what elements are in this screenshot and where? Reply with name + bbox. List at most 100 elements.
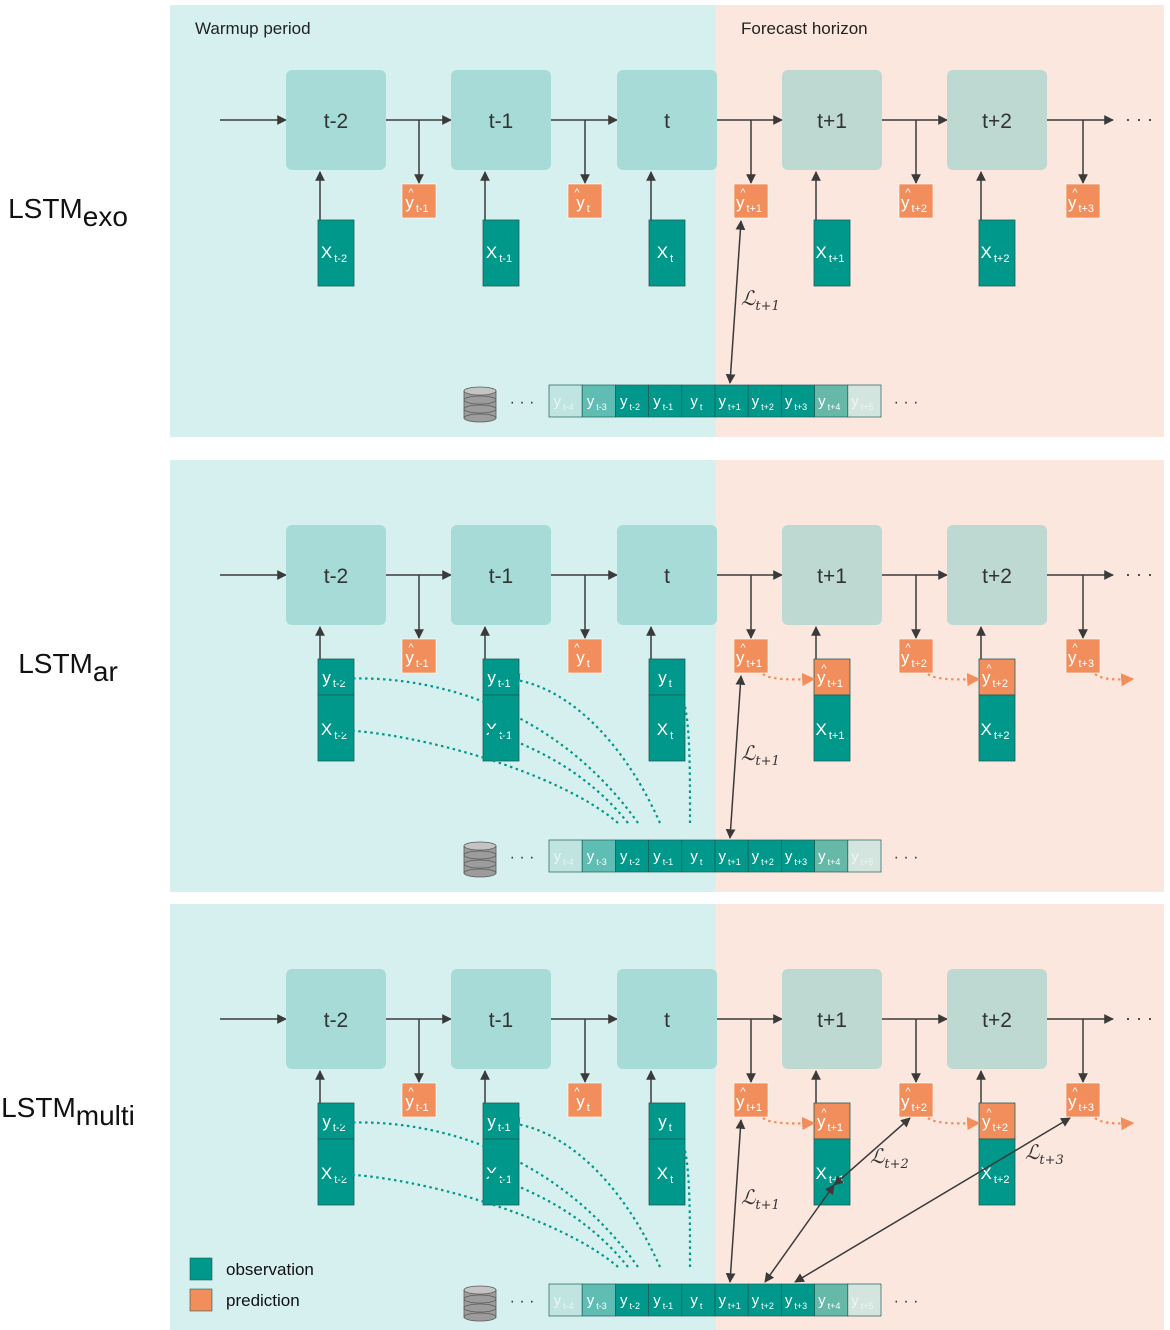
prediction-ar-t+3 — [1065, 638, 1101, 674]
database-icon-ar — [463, 841, 497, 878]
obs-feed-ar-3 — [485, 728, 629, 824]
seq-cell-multi-t+4 — [814, 1283, 849, 1317]
lstm-cell-label-multi-t+2: t+2 — [982, 1009, 1012, 1032]
lstm-cell-exo-t — [617, 70, 717, 170]
prediction-exo-t-hat: ^ — [574, 187, 580, 199]
chain-ellipsis-multi: · · · — [1125, 1008, 1153, 1028]
input-x-exo-t+2 — [978, 219, 1016, 287]
seq-cell-ar-t — [681, 839, 716, 873]
seq-cell-ar-t-2 — [615, 839, 649, 873]
seq-cell-multi-t-2 — [615, 1283, 649, 1317]
lstm-cell-multi-t+2 — [947, 969, 1047, 1069]
prediction-multi-t+3-hat: ^ — [1072, 1086, 1078, 1098]
input-yhat-hat-ar-3: ^ — [821, 663, 827, 675]
obs-feed-ar-2 — [670, 678, 692, 824]
lstm-cell-label-multi-t: t — [664, 1009, 670, 1032]
lstm-cell-exo-t+2 — [947, 70, 1047, 170]
legend-label-observation: observation — [226, 1260, 314, 1279]
prediction-ar-t+1-hat: ^ — [740, 642, 746, 654]
seq-cell-ar-t-1 — [648, 839, 683, 873]
prediction-exo-t-1 — [401, 183, 437, 219]
prediction-multi-t+2-hat: ^ — [905, 1086, 911, 1098]
lstm-cell-label-ar-t+1: t+1 — [817, 565, 847, 588]
ar-feedback-ar-0 — [762, 672, 816, 687]
lstm-cell-label-ar-t-2: t-2 — [324, 565, 349, 588]
seq-cell-exo-t+1 — [714, 384, 749, 418]
obs-feed-multi-3 — [485, 1172, 629, 1268]
lstm-cell-ar-t+2 — [947, 525, 1047, 625]
lstm-cell-label-exo-t-1: t-1 — [489, 110, 514, 133]
forecast-horizon-label: Forecast horizon — [741, 19, 868, 38]
loss-connector-exo-0 — [725, 220, 746, 384]
lstm-cell-multi-t-2 — [286, 969, 386, 1069]
prediction-exo-t+2 — [898, 183, 934, 219]
seq-cell-exo-t-3 — [581, 384, 616, 418]
prediction-multi-t-1-hat: ^ — [408, 1086, 414, 1098]
database-icon-multi — [463, 1285, 497, 1322]
prediction-ar-t-1-hat: ^ — [408, 642, 414, 654]
seq-ellipsis-right-ar: · · · — [894, 849, 919, 866]
seq-cell-multi-t-4 — [548, 1283, 583, 1317]
prediction-multi-t+3 — [1065, 1082, 1101, 1118]
lstm-cell-multi-t+1 — [782, 969, 882, 1069]
input-yhat-hat-multi-4: ^ — [986, 1107, 992, 1119]
seq-cell-exo-t-2 — [615, 384, 649, 418]
input-y-ar-2 — [648, 658, 686, 696]
seq-cell-ar-t+3 — [781, 839, 815, 873]
seq-cell-multi-t-1 — [648, 1283, 683, 1317]
lstm-cell-label-ar-t: t — [664, 565, 670, 588]
seq-cell-exo-t+4 — [814, 384, 849, 418]
seq-cell-ar-t+2 — [747, 839, 782, 873]
forecast-bg-exo — [716, 5, 1164, 437]
prediction-exo-t-1-hat: ^ — [408, 187, 414, 199]
prediction-ar-t+2-hat: ^ — [905, 642, 911, 654]
lstm-cell-ar-t-1 — [451, 525, 551, 625]
lstm-cell-multi-t — [617, 969, 717, 1069]
panel-label-multi: LSTMmulti — [1, 1092, 135, 1131]
database-icon-exo — [463, 386, 497, 423]
loss-connector-multi-2 — [794, 1117, 1071, 1283]
prediction-ar-t+3-hat: ^ — [1072, 642, 1078, 654]
input-yhat-hat-ar-4: ^ — [986, 663, 992, 675]
prediction-multi-t+1-hat: ^ — [740, 1086, 746, 1098]
prediction-multi-t-hat: ^ — [574, 1086, 580, 1098]
input-yhat-hat-multi-3: ^ — [821, 1107, 827, 1119]
panel-label-ar: LSTMar — [18, 648, 118, 687]
prediction-exo-t — [567, 183, 603, 219]
chain-ellipsis-exo: · · · — [1125, 109, 1153, 129]
legend-swatch-observation — [189, 1257, 213, 1281]
seq-cell-multi-t+5 — [847, 1283, 882, 1317]
input-y-multi-2 — [648, 1102, 686, 1140]
lstm-cell-multi-t-1 — [451, 969, 551, 1069]
